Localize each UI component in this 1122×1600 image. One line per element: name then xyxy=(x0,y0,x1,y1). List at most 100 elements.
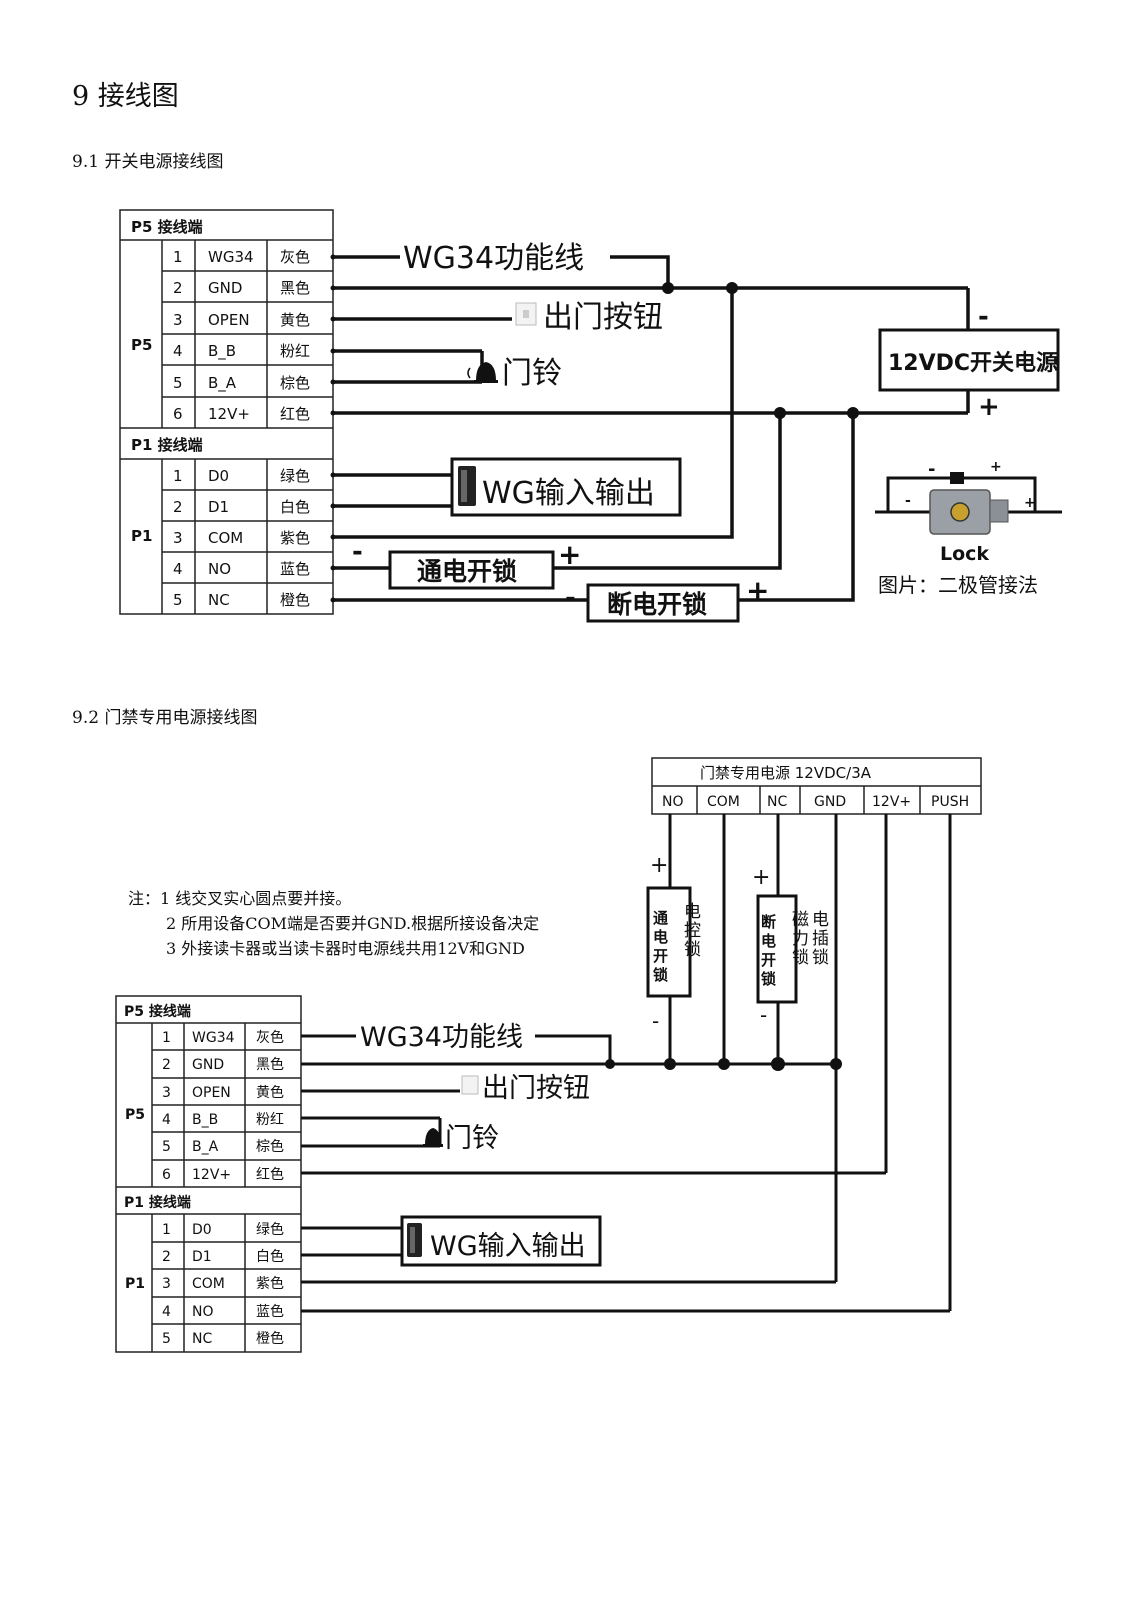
p5-row-color: 棕色 xyxy=(256,1138,284,1155)
p1-row-color: 白色 xyxy=(256,1248,284,1265)
junction-dots xyxy=(330,254,859,603)
p5-row-no: 2 xyxy=(162,1057,171,1073)
access-psu-title: 门禁专用电源 12VDC/3A xyxy=(700,764,872,782)
lock-nc-plus: + xyxy=(746,574,769,607)
p1-header: P1 接线端 xyxy=(131,436,203,454)
p5-row-color: 红色 xyxy=(256,1166,284,1183)
p5-row-color: 黑色 xyxy=(256,1056,284,1073)
section-heading-access-psu: 9.2 门禁专用电源接线图 xyxy=(72,708,258,728)
diode-minus: - xyxy=(928,459,935,480)
p5-row-color: 棕色 xyxy=(280,374,310,392)
p5-row-color: 粉红 xyxy=(280,342,310,360)
switching-psu-label: 12VDC开关电源 xyxy=(888,351,1058,376)
lock-no-box-label: 通电开锁 xyxy=(651,910,669,986)
p1-group-label: P1 xyxy=(125,1276,145,1292)
psu-plus-sign: + xyxy=(978,392,1000,422)
p1-header: P1 接线端 xyxy=(124,1194,191,1211)
p1-row-signal: D1 xyxy=(192,1249,212,1265)
p5-row-no: 4 xyxy=(173,342,183,360)
p5-row-signal: WG34 xyxy=(192,1030,235,1046)
wg-io-label: WG输入输出 xyxy=(482,476,655,511)
p5-group-label: P5 xyxy=(131,336,152,354)
lock-no-minus: - xyxy=(652,1009,659,1033)
lock-no-side-label: 电控锁 xyxy=(680,902,701,959)
p5-row-no: 4 xyxy=(162,1112,171,1128)
p1-row-no: 2 xyxy=(173,498,183,516)
p5-row-signal: B_B xyxy=(192,1112,218,1128)
p1-row-signal: D0 xyxy=(208,467,229,485)
p5-row-signal: 12V+ xyxy=(208,405,250,423)
note-2: 2 所用设备COM端是否要并GND.根据所接设备决定 xyxy=(166,914,540,933)
terminal-table-p5-p1 xyxy=(119,209,334,615)
p5-row-signal: OPEN xyxy=(208,311,250,329)
p5-rows: 1 WG34 灰色 2 GND 黑色 3 OPEN 黄色 4 B_B 粉红 5 … xyxy=(173,248,310,423)
p5-row-color: 粉红 xyxy=(256,1112,284,1128)
p5-row-color: 灰色 xyxy=(256,1029,284,1046)
p5-row-color: 黄色 xyxy=(256,1084,284,1101)
lock-no-plus: + xyxy=(650,853,668,878)
psu-terminal-push: PUSH xyxy=(931,794,969,810)
p5-header: P5 接线端 xyxy=(124,1003,191,1020)
p5-row-no: 3 xyxy=(173,311,183,329)
psu-minus-sign: - xyxy=(978,302,989,332)
lock-nc-box xyxy=(586,583,740,623)
lock-caption: Lock xyxy=(940,543,989,565)
p1-row-no: 5 xyxy=(162,1331,171,1347)
p5-row-no: 1 xyxy=(173,248,183,266)
diode-plus: + xyxy=(990,459,1002,475)
doorbell-label: 门铃 xyxy=(502,356,562,391)
junction-dots xyxy=(605,1057,842,1071)
terminal-table-p5-p1 xyxy=(115,995,302,1353)
p5-row-no: 6 xyxy=(162,1167,171,1183)
p1-row-color: 橙色 xyxy=(280,591,310,609)
wg34-function-line-label: WG34功能线 xyxy=(403,241,584,276)
section-heading-switching-psu: 9.1 开关电源接线图 xyxy=(72,152,224,172)
lock-no-label: 通电开锁 xyxy=(417,557,517,586)
wires xyxy=(301,814,952,1313)
p5-rows: 1 WG34 灰色 2 GND 黑色 3 OPEN 黄色 4 B_B 粉红 5 … xyxy=(162,1029,284,1183)
lock-no-minus: - xyxy=(352,537,363,567)
psu-terminal-gnd: GND xyxy=(814,794,846,810)
p1-row-signal: NO xyxy=(192,1304,214,1320)
wg-io-box xyxy=(450,457,682,517)
p1-row-color: 紫色 xyxy=(256,1275,284,1292)
p5-row-color: 灰色 xyxy=(280,248,310,266)
diode-lock-illustration xyxy=(875,472,1062,535)
p5-group-label: P5 xyxy=(125,1107,145,1123)
p1-row-color: 绿色 xyxy=(256,1221,284,1238)
wiring-diagram-access-psu: 门禁专用电源 12VDC/3A NO COM NC GND 12V+ PUSH … xyxy=(115,757,982,1353)
p1-rows: 1 D0 绿色 2 D1 白色 3 COM 紫色 4 NO 蓝色 5 NC 橙色 xyxy=(162,1221,284,1347)
p5-row-signal: OPEN xyxy=(192,1085,231,1101)
p5-row-no: 3 xyxy=(162,1085,171,1101)
p5-header: P5 接线端 xyxy=(131,218,203,236)
p5-row-no: 5 xyxy=(173,374,183,392)
page-title: 9 接线图 xyxy=(72,81,179,112)
lock-minus: - xyxy=(905,493,911,509)
doorbell-icon xyxy=(423,1128,443,1147)
exit-button-label: 出门按钮 xyxy=(543,300,663,335)
lock-nc-minus: - xyxy=(760,1003,767,1027)
p1-row-no: 5 xyxy=(173,591,183,609)
doorbell-icon xyxy=(467,362,498,383)
wg-io-label: WG输入输出 xyxy=(430,1231,586,1262)
lock-nc-plus: + xyxy=(752,865,770,890)
p1-rows: 1 D0 绿色 2 D1 白色 3 COM 紫色 4 NO 蓝色 5 NC 橙色 xyxy=(173,467,310,609)
p5-row-color: 黑色 xyxy=(280,279,310,297)
exit-button-icon xyxy=(461,1075,479,1095)
p1-group-label: P1 xyxy=(131,527,152,545)
note-1: 注：1 线交叉实心圆点要并接。 xyxy=(128,889,352,908)
lock-no-plus: + xyxy=(558,538,581,571)
p1-row-no: 3 xyxy=(173,529,183,547)
p1-row-color: 蓝色 xyxy=(280,560,310,578)
p1-row-signal: D0 xyxy=(192,1222,212,1238)
access-psu-terminal-box xyxy=(651,757,982,815)
p1-row-color: 绿色 xyxy=(280,467,310,485)
lock-nc-minus: - xyxy=(565,583,576,613)
p5-row-no: 2 xyxy=(173,279,183,297)
p5-row-signal: B_B xyxy=(208,342,236,361)
exit-button-label: 出门按钮 xyxy=(482,1073,590,1104)
p5-row-no: 5 xyxy=(162,1139,171,1155)
p1-row-signal: D1 xyxy=(208,498,229,516)
p5-row-signal: GND xyxy=(208,279,242,297)
wg-io-box xyxy=(400,1215,602,1267)
